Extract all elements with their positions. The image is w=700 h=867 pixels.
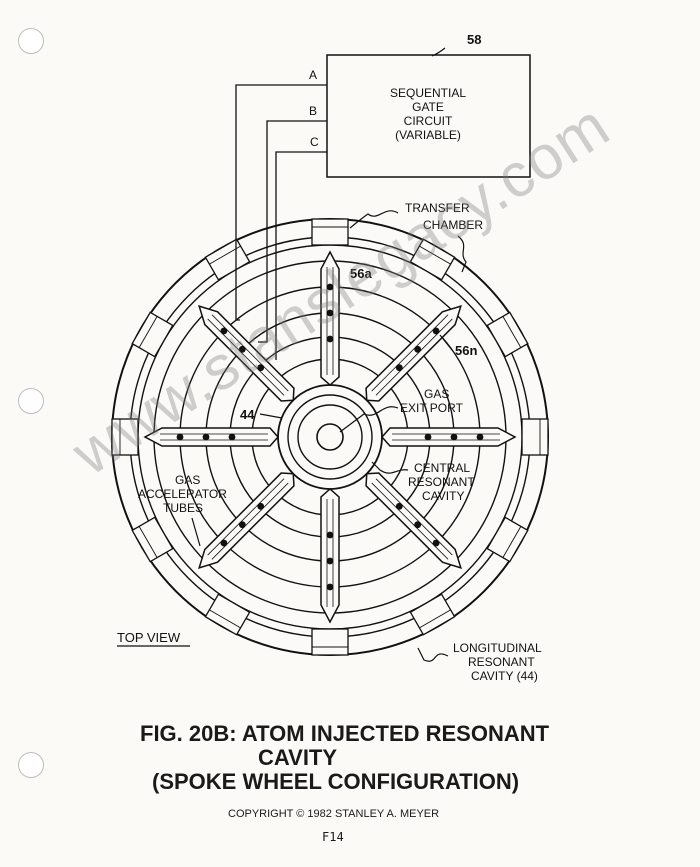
electrode-dot — [326, 283, 334, 291]
electrode-dot — [257, 502, 265, 510]
transfer-chamber-label-2: CHAMBER — [423, 218, 483, 232]
gas-exit-port-label-1: GAS — [424, 387, 449, 401]
central-cavity-label-3: CAVITY — [422, 489, 464, 503]
transfer-chambers — [111, 218, 549, 656]
gate-line-2: GATE — [412, 100, 444, 114]
transfer-chamber-block — [486, 516, 529, 563]
transfer-chamber-block — [521, 418, 549, 456]
longitudinal-cavity-label-2: RESONANT — [468, 655, 535, 669]
electrode-dot — [476, 433, 484, 441]
gas-accelerator-label-1: GAS — [175, 473, 200, 487]
electrode-dot — [424, 433, 432, 441]
transfer-chamber-block — [486, 311, 529, 358]
electrode-dot — [228, 433, 236, 441]
label-56n: 56n — [455, 343, 477, 358]
gas-exit-port-label-2: EXIT PORT — [400, 401, 464, 415]
electrode-dot — [395, 502, 403, 510]
gas-accelerator-tubes — [143, 250, 517, 624]
transfer-chamber-block — [131, 516, 174, 563]
caption-line-2: CAVITY — [258, 745, 338, 770]
transfer-chamber-block — [204, 593, 251, 636]
electrode-dot — [414, 345, 422, 353]
electrode-dot — [202, 433, 210, 441]
electrode-dot — [326, 335, 334, 343]
sequential-gate-circuit: SEQUENTIAL GATE CIRCUIT (VARIABLE) 58 — [326, 32, 531, 178]
gas-accelerator-label-3: TUBES — [163, 501, 203, 515]
electrode-dot — [238, 521, 246, 529]
gate-ref-58: 58 — [467, 32, 481, 47]
transfer-chamber-block — [409, 238, 456, 281]
electrode-dot — [220, 539, 228, 547]
electrode-dot — [326, 531, 334, 539]
electrode-dot — [450, 433, 458, 441]
accelerator-tube — [365, 305, 462, 402]
electrode-dot — [395, 364, 403, 372]
electrode-dot — [432, 327, 440, 335]
transfer-chamber-block — [131, 311, 174, 358]
gate-wires: A B C — [235, 68, 327, 360]
output-c: C — [310, 135, 319, 149]
caption-line-1: FIG. 20B: ATOM INJECTED RESONANT — [140, 721, 550, 746]
electrode-dot — [220, 327, 228, 335]
transfer-chamber-block — [409, 593, 456, 636]
label-56a: 56a — [350, 266, 372, 281]
central-cavity-label-2: RESONANT — [408, 475, 475, 489]
accelerator-tube — [198, 472, 295, 569]
accelerator-tube — [320, 487, 340, 624]
copyright-text: COPYRIGHT © 1982 STANLEY A. MEYER — [228, 808, 440, 820]
gate-line-1: SEQUENTIAL — [390, 86, 466, 100]
gas-accelerator-label-2: ACCELERATOR — [138, 487, 227, 501]
accelerator-tube — [320, 250, 340, 387]
label-44: 44 — [240, 407, 255, 422]
annotations: TRANSFER CHAMBER 56a 56n 44 GAS EXIT POR… — [117, 201, 542, 683]
longitudinal-cavity-label-1: LONGITUDINAL — [453, 641, 542, 655]
central-cavity-label-1: CENTRAL — [414, 461, 470, 475]
binder-hole-middle — [18, 388, 44, 414]
electrode-dot — [326, 583, 334, 591]
accelerator-tube — [143, 427, 280, 447]
caption-line-3: (SPOKE WHEEL CONFIGURATION) — [152, 769, 520, 794]
figure-caption: FIG. 20B: ATOM INJECTED RESONANT CAVITY … — [140, 722, 610, 794]
electrode-dot — [326, 557, 334, 565]
electrode-dot — [176, 433, 184, 441]
electrode-dot — [238, 345, 246, 353]
accelerator-tube — [380, 427, 517, 447]
accelerator-tube — [365, 472, 462, 569]
binder-hole-bottom — [18, 752, 44, 778]
accelerator-tube — [198, 305, 295, 402]
gate-line-4: (VARIABLE) — [395, 128, 461, 142]
page-number: F14 — [322, 830, 344, 844]
binder-hole-top — [18, 28, 44, 54]
transfer-chamber-block — [311, 628, 349, 656]
gate-line-3: CIRCUIT — [404, 114, 453, 128]
electrode-dot — [432, 539, 440, 547]
output-a: A — [309, 68, 317, 82]
transfer-chamber-label-1: TRANSFER — [405, 201, 470, 215]
electrode-dot — [414, 521, 422, 529]
transfer-chamber-block — [204, 238, 251, 281]
longitudinal-cavity-label-3: CAVITY (44) — [471, 669, 538, 683]
transfer-chamber-block — [311, 218, 349, 246]
top-view-label: TOP VIEW — [117, 630, 181, 645]
output-b: B — [309, 104, 317, 118]
electrode-dot — [326, 309, 334, 317]
electrode-dot — [257, 364, 265, 372]
transfer-chamber-block — [111, 418, 139, 456]
